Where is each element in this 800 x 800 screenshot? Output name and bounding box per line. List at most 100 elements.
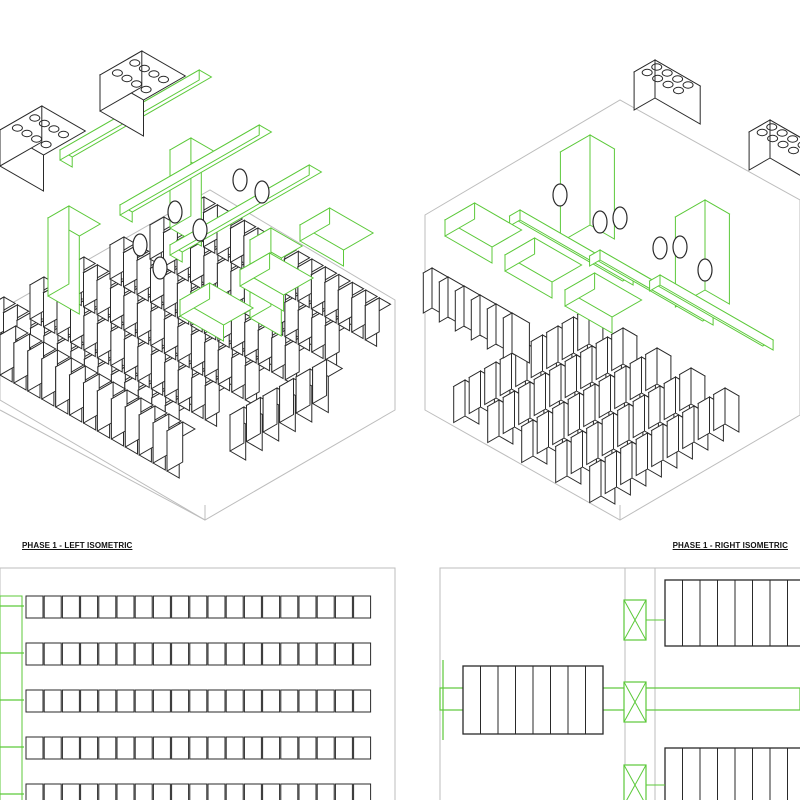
left-front-rack-11 xyxy=(152,413,183,471)
left-rack-2-11-face-b xyxy=(217,341,233,386)
left-front-rack-9-face-b xyxy=(124,397,142,448)
left-rack-2-5-face-b xyxy=(136,294,152,339)
right-rack-2-8-face-a xyxy=(645,347,658,392)
right-left-rack-2-face-a xyxy=(454,285,465,332)
left-header-block-2-face-b xyxy=(299,207,331,242)
right-cooling-tower-1-face-b xyxy=(704,199,730,305)
left-rack-1-10-face-b xyxy=(164,353,180,398)
left-plan-rack-1-6 xyxy=(134,642,153,666)
right-header-block-0-face-b xyxy=(444,202,476,237)
left-plan-rack-2-2 xyxy=(61,689,80,713)
left-plan-rack-4-7 xyxy=(152,783,171,800)
left-plan-rack-0-3 xyxy=(80,595,99,619)
left-plan-rack-2-13 xyxy=(262,689,281,713)
right-valve-2 xyxy=(612,206,628,230)
left-plan-rack-3-13 xyxy=(262,736,281,760)
left-plan-rack-2-16 xyxy=(316,689,335,713)
left-condenser-0-face-b xyxy=(99,50,143,112)
left-plan-rack-4-18 xyxy=(353,783,372,800)
right-rack-3-4-face-a xyxy=(617,403,630,448)
right-iso-slab-outline xyxy=(424,99,800,521)
left-header-block-0 xyxy=(178,282,255,342)
left-plan-rack-4-9 xyxy=(189,783,208,800)
left-plan-rack-1-16 xyxy=(316,642,335,666)
left-rack-2-2-face-b xyxy=(96,271,112,316)
left-plan-rack-0-5 xyxy=(116,595,135,619)
right-rack-2-4-face-a xyxy=(583,383,596,428)
right-rack-3-2-face-a xyxy=(586,421,599,466)
left-rack-2-1-face-b xyxy=(83,263,98,308)
right-left-rack-5 xyxy=(502,312,531,364)
left-condenser-1-face-b xyxy=(0,105,43,167)
right-cooling-tower-0 xyxy=(559,134,616,243)
left-iso-condensers xyxy=(0,50,187,192)
right-left-rack-5-face-a xyxy=(502,312,513,359)
left-plan-rack-4-3 xyxy=(80,783,99,800)
left-plan-rack-3-18 xyxy=(353,736,372,760)
left-plan-rack-0-15 xyxy=(298,595,317,619)
right-rack-1-3-face-a xyxy=(533,372,546,417)
right-rack-0-1-face-a xyxy=(468,370,481,415)
left-rack-2-10-face-b xyxy=(204,333,220,378)
right-rack-2-0-face-a xyxy=(521,419,534,464)
left-plan-rack-1-2 xyxy=(61,642,80,666)
left-valve-0 xyxy=(132,233,148,257)
right-plan-valve-box-2 xyxy=(623,764,647,800)
right-condenser-fan-1-1-0 xyxy=(776,129,788,137)
left-valve-3 xyxy=(152,256,168,280)
left-plan-rack-4-8 xyxy=(171,783,190,800)
left-plan-rack-4-4 xyxy=(98,783,117,800)
right-isometric-caption: PHASE 1 - RIGHT ISOMETRIC xyxy=(672,541,788,550)
right-rack-4-8-face-b xyxy=(724,387,740,433)
right-condenser-fan-0-0-1 xyxy=(641,68,653,77)
left-plan-rack-4-5 xyxy=(116,783,135,800)
right-header-block-2-face-b xyxy=(564,272,596,307)
left-condenser-fan-1-2-0 xyxy=(31,135,43,143)
right-rack-3-6-face-a xyxy=(648,385,661,430)
left-front-rack-10 xyxy=(138,405,168,463)
right-condenser-fan-1-2-1 xyxy=(777,140,789,149)
right-rack-0-5-face-a xyxy=(530,334,543,379)
left-header-block-2 xyxy=(298,207,375,267)
left-side-rack-0-face-b xyxy=(229,406,245,452)
left-plan-rack-1-10 xyxy=(207,642,226,666)
left-condenser-fan-0-0-1 xyxy=(129,59,141,67)
right-condenser-fan-1-0-0 xyxy=(766,123,778,131)
left-condenser-fan-0-0-0 xyxy=(111,69,123,77)
left-front-rack-6-face-b xyxy=(83,373,100,424)
left-plan-rack-4-17 xyxy=(334,783,353,800)
left-rack-1-6-face-b xyxy=(110,322,126,367)
right-rack-2-1-face-a xyxy=(536,410,549,455)
left-rack-4-0-face-b xyxy=(149,216,165,260)
left-plan-rack-3-11 xyxy=(225,736,244,760)
right-left-rack-1-face-a xyxy=(438,276,449,323)
left-plan-rack-3-3 xyxy=(80,736,99,760)
left-rack-3-12 xyxy=(270,329,299,380)
left-side-rack-1-face-b xyxy=(246,396,261,443)
right-rack-0-2-face-a xyxy=(484,361,497,406)
right-rack-0-6-face-a xyxy=(546,325,559,370)
right-rack-4-8 xyxy=(712,387,740,433)
left-isometric-drawing xyxy=(0,50,396,521)
left-front-rack-7-face-b xyxy=(96,381,114,432)
right-plan-chiller-top-body xyxy=(664,579,800,647)
left-plan-rack-1-1 xyxy=(43,642,62,666)
right-rack-3-3-face-a xyxy=(601,412,614,457)
right-plan-header-pipe xyxy=(439,687,800,711)
left-rack-1-5-face-b xyxy=(96,314,112,359)
left-front-rack-11-face-b xyxy=(152,413,170,464)
left-plan-rack-3-14 xyxy=(280,736,299,760)
right-rack-0-7-face-a xyxy=(561,316,574,361)
left-plan-rack-3-5 xyxy=(116,736,135,760)
left-plan-rack-3-8 xyxy=(171,736,190,760)
left-plan-rack-0-7 xyxy=(152,595,171,619)
right-valve-1 xyxy=(592,210,608,234)
left-valve-1 xyxy=(167,200,183,224)
left-plan-rack-3-2 xyxy=(61,736,80,760)
right-valve-0 xyxy=(552,183,568,207)
left-plan-rack-0-16 xyxy=(316,595,335,619)
right-rack-2-8 xyxy=(644,347,672,393)
left-plan-rack-0-14 xyxy=(280,595,299,619)
left-condenser-fan-0-2-0 xyxy=(131,80,143,88)
left-rack-5-12 xyxy=(350,289,379,340)
